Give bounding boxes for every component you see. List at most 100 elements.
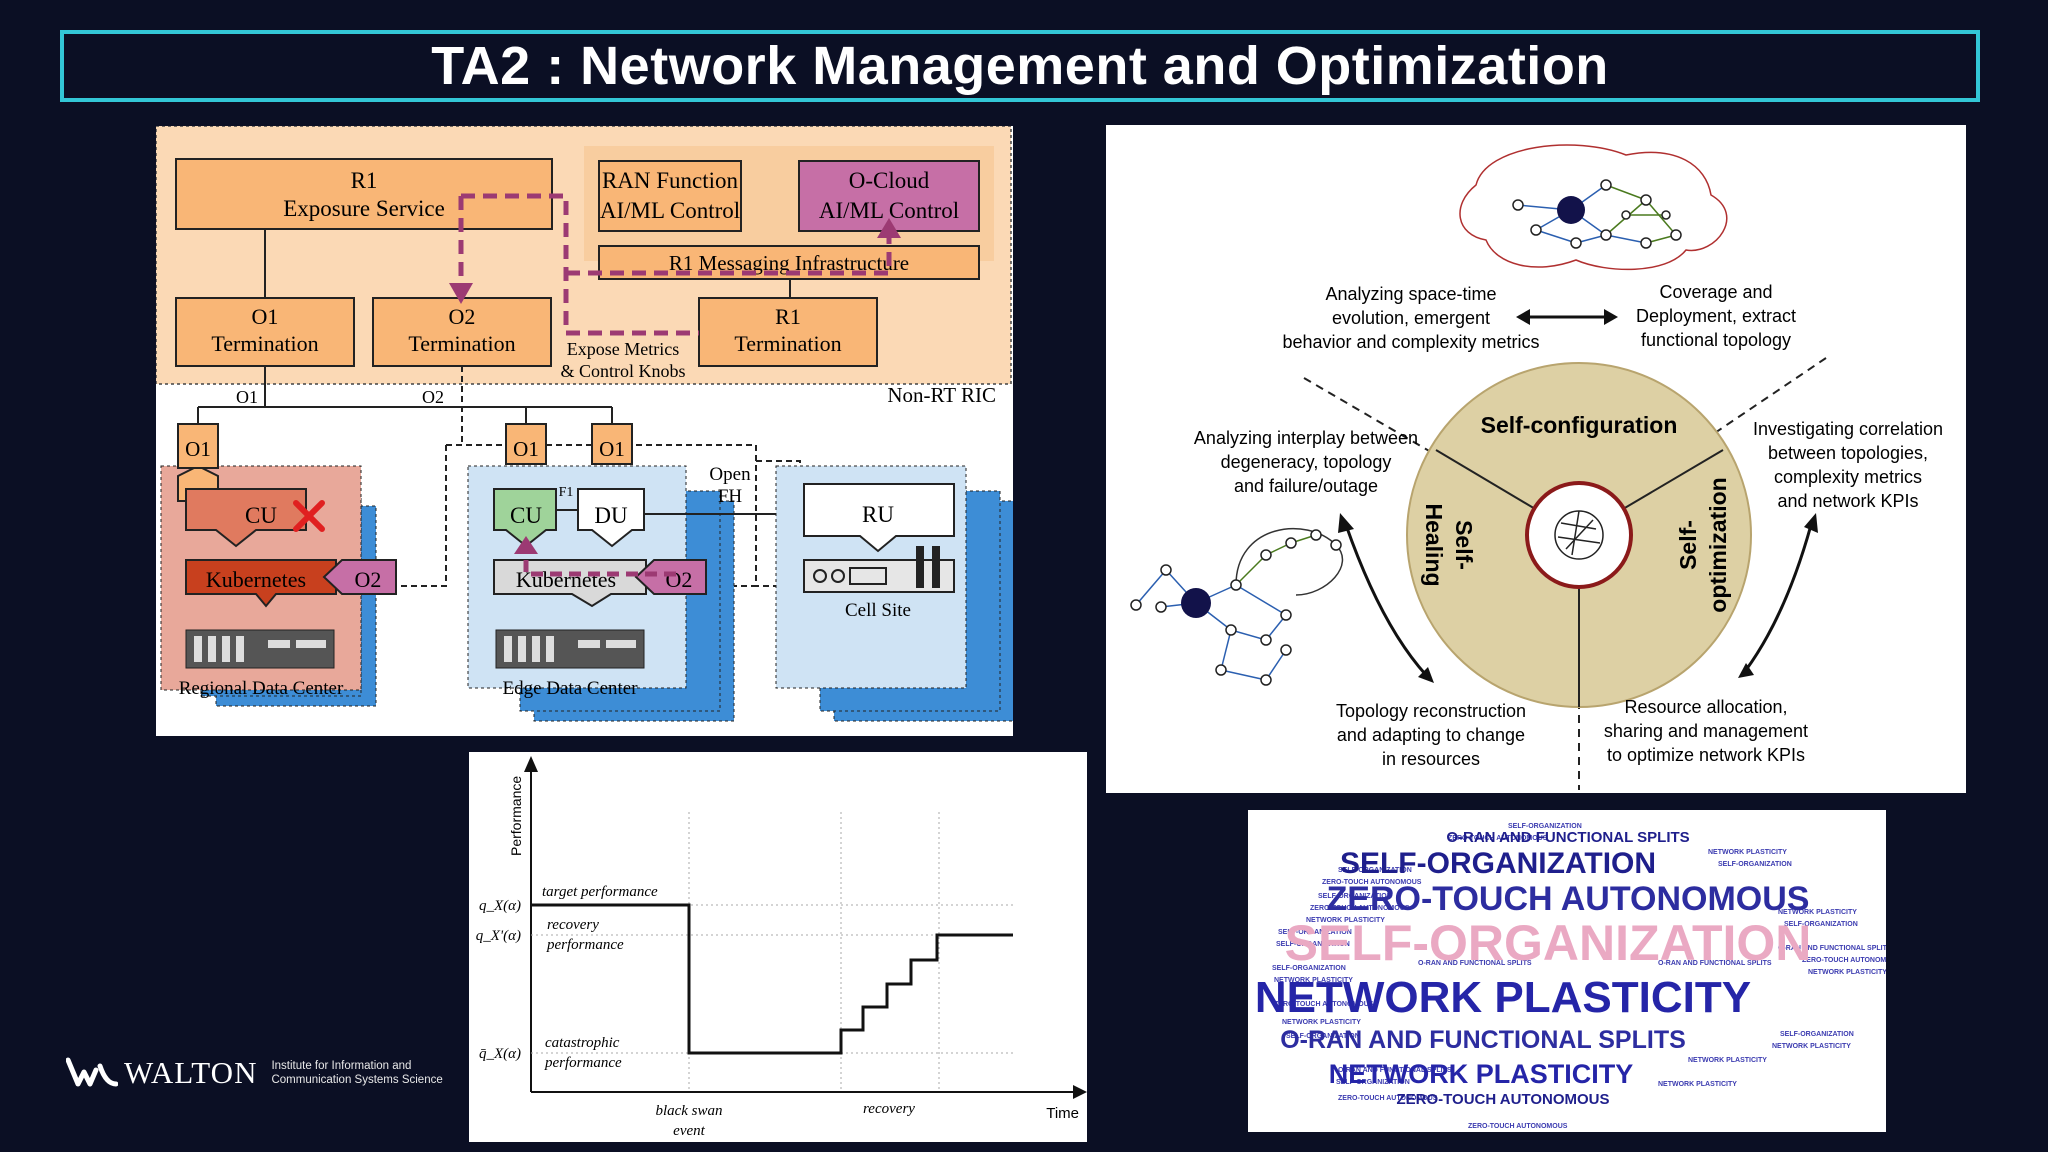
svg-text:Termination: Termination	[211, 331, 318, 356]
svg-text:Kubernetes: Kubernetes	[206, 567, 306, 592]
word-self-organization-large: SELF-ORGANIZATION	[1285, 915, 1812, 971]
svg-text:sharing and management: sharing and management	[1604, 721, 1808, 741]
svg-text:behavior and complexity metric: behavior and complexity metrics	[1282, 332, 1539, 352]
svg-text:ZERO-TOUCH AUTONOMOUS: ZERO-TOUCH AUTONOMOUS	[1448, 835, 1548, 842]
walton-tagline: Institute for Information and Communicat…	[271, 1060, 443, 1086]
word-network-plasticity: NETWORK PLASTICITY	[1329, 1059, 1634, 1089]
svg-text:R1: R1	[351, 168, 378, 193]
o1-termination-box	[175, 297, 355, 367]
network-graph-left	[1130, 527, 1344, 686]
svg-text:SELF-ORGANIZATION: SELF-ORGANIZATION	[1784, 921, 1858, 928]
cloud-outline	[1459, 144, 1728, 271]
self-optimization-label: Self-	[1675, 520, 1701, 570]
svg-text:performance: performance	[544, 1055, 622, 1071]
svg-text:Deployment, extract: Deployment, extract	[1636, 306, 1796, 326]
non-rt-ric-label: Non-RT RIC	[887, 383, 996, 407]
svg-text:SELF-ORGANIZATION: SELF-ORGANIZATION	[1338, 867, 1412, 874]
x-axis-label: Time	[1046, 1105, 1079, 1122]
walton-brand-text: WALTON	[124, 1055, 258, 1090]
svg-text:SELF-ORGANIZATION: SELF-ORGANIZATION	[1276, 941, 1350, 948]
failure-x-icon	[293, 500, 325, 532]
svg-text:ZERO-TOUCH AUTONOMOUS: ZERO-TOUCH AUTONOMOUS	[1274, 1001, 1374, 1008]
svg-text:Exposure Service: Exposure Service	[283, 196, 445, 221]
slide-title-box: TA2 : Network Management and Optimizatio…	[60, 30, 1980, 102]
svg-text:Termination: Termination	[734, 331, 841, 356]
svg-text:SELF-ORGANIZATION: SELF-ORGANIZATION	[1780, 1031, 1854, 1038]
self-healing-label: Self-	[1451, 520, 1477, 570]
svg-text:between topologies,: between topologies,	[1768, 443, 1928, 463]
svg-text:O1: O1	[236, 387, 258, 407]
svg-text:Edge Data Center: Edge Data Center	[502, 678, 638, 699]
svg-text:performance: performance	[546, 937, 624, 953]
svg-text:Healing: Healing	[1421, 503, 1447, 586]
svg-text:F1: F1	[559, 485, 574, 500]
slide-title: TA2 : Network Management and Optimizatio…	[431, 36, 1609, 96]
svg-text:O-RAN AND FUNCTIONAL SPLITS: O-RAN AND FUNCTIONAL SPLITS	[1658, 960, 1772, 967]
svg-text:target performance: target performance	[542, 884, 658, 900]
du-edge-box	[577, 488, 645, 548]
svg-text:functional topology: functional topology	[1641, 330, 1791, 350]
svg-text:ZERO-TOUCH AUTONOMOUS: ZERO-TOUCH AUTONOMOUS	[1310, 905, 1410, 912]
svg-text:O-Cloud: O-Cloud	[849, 168, 930, 193]
svg-text:RU: RU	[862, 502, 894, 527]
svg-text:Kubernetes: Kubernetes	[516, 567, 616, 592]
svg-text:Coverage and: Coverage and	[1659, 282, 1772, 302]
svg-text:q̄_X(α): q̄_X(α)	[479, 1046, 521, 1062]
svg-text:ZERO-TOUCH AUTONOMOUS: ZERO-TOUCH AUTONOMOUS	[1322, 879, 1422, 886]
svg-text:AI/ML Control: AI/ML Control	[600, 198, 740, 223]
svg-text:catastrophic: catastrophic	[545, 1035, 620, 1051]
svg-text:R1: R1	[775, 304, 801, 329]
walton-logo-icon	[66, 1057, 118, 1087]
svg-text:O-RAN AND FUNCTIONAL SPLITS: O-RAN AND FUNCTIONAL SPLITS	[1338, 1067, 1452, 1074]
svg-text:Topology reconstruction: Topology reconstruction	[1336, 701, 1526, 721]
svg-text:q_X'(α): q_X'(α)	[476, 928, 521, 944]
curved-arrow-left	[1338, 513, 1434, 683]
svg-text:recovery: recovery	[863, 1101, 915, 1117]
word-zero-touch-autonomous: ZERO-TOUCH AUTONOMOUS	[1327, 880, 1810, 918]
svg-text:NETWORK PLASTICITY: NETWORK PLASTICITY	[1306, 917, 1385, 924]
cu-edge-box	[493, 488, 557, 548]
oran-architecture-diagram: Non-RT RIC R1 Exposure Service RAN Funct…	[155, 125, 1015, 736]
resilience-performance-plot: Performance Time target performance reco…	[469, 752, 1087, 1142]
svg-text:ZERO-TOUCH AUTONOMOUS: ZERO-TOUCH AUTONOMOUS	[1338, 1095, 1438, 1102]
r1-termination-box	[698, 297, 878, 367]
performance-curve	[531, 903, 1013, 1055]
svg-text:Regional Data Center: Regional Data Center	[179, 678, 344, 699]
ran-function-aiml-box	[598, 160, 742, 232]
svg-text:RAN Function: RAN Function	[602, 168, 739, 193]
svg-text:Cell Site: Cell Site	[845, 600, 911, 621]
svg-text:and network KPIs: and network KPIs	[1777, 491, 1918, 511]
svg-text:O2: O2	[355, 567, 382, 592]
y-axis-label: Performance	[508, 776, 524, 856]
svg-text:event: event	[673, 1123, 705, 1139]
svg-text:O2: O2	[449, 304, 476, 329]
word-oran-functional-splits: O-RAN AND FUNCTIONAL SPLITS	[1280, 1026, 1686, 1054]
word-oran-functional-splits-small: O-RAN AND FUNCTIONAL SPLITS	[1446, 829, 1689, 846]
control-path-dashed	[461, 193, 699, 336]
self-configuration-label: Self-configuration	[1481, 412, 1678, 438]
ru-box	[803, 483, 955, 553]
word-self-organization-top: SELF-ORGANIZATION	[1340, 847, 1656, 880]
svg-text:NETWORK PLASTICITY: NETWORK PLASTICITY	[1808, 969, 1886, 976]
bidirectional-arrow-top	[1516, 309, 1618, 325]
cu-regional-box	[185, 488, 307, 548]
svg-text:SELF-ORGANIZATION: SELF-ORGANIZATION	[1286, 1033, 1360, 1040]
svg-text:O-RAN AND FUNCTIONAL SPLITS: O-RAN AND FUNCTIONAL SPLITS	[1418, 960, 1532, 967]
svg-text:recovery: recovery	[547, 917, 599, 933]
svg-text:degeneracy, topology: degeneracy, topology	[1221, 452, 1392, 472]
svg-text:O1: O1	[185, 437, 211, 461]
svg-text:q_X(α): q_X(α)	[479, 898, 521, 914]
keyword-word-cloud: SELF-ORGANIZATION ZERO-TOUCH AUTONOMOUS …	[1248, 810, 1902, 1132]
svg-text:CU: CU	[510, 503, 542, 528]
svg-text:NETWORK PLASTICITY: NETWORK PLASTICITY	[1658, 1081, 1737, 1088]
svg-text:DU: DU	[594, 503, 628, 528]
svg-text:NETWORK PLASTICITY: NETWORK PLASTICITY	[1778, 909, 1857, 916]
svg-text:complexity metrics: complexity metrics	[1774, 467, 1922, 487]
svg-text:NETWORK PLASTICITY: NETWORK PLASTICITY	[1708, 849, 1787, 856]
svg-text:in resources: in resources	[1382, 749, 1480, 769]
svg-text:& Control Knobs: & Control Knobs	[560, 361, 685, 381]
svg-text:black swan: black swan	[655, 1103, 722, 1119]
svg-text:ZERO-TOUCH AUTONOMOUS: ZERO-TOUCH AUTONOMOUS	[1468, 1123, 1568, 1130]
svg-text:ZERO-TOUCH AUTONOMOUS: ZERO-TOUCH AUTONOMOUS	[1802, 957, 1886, 964]
svg-text:Expose Metrics: Expose Metrics	[567, 339, 679, 359]
